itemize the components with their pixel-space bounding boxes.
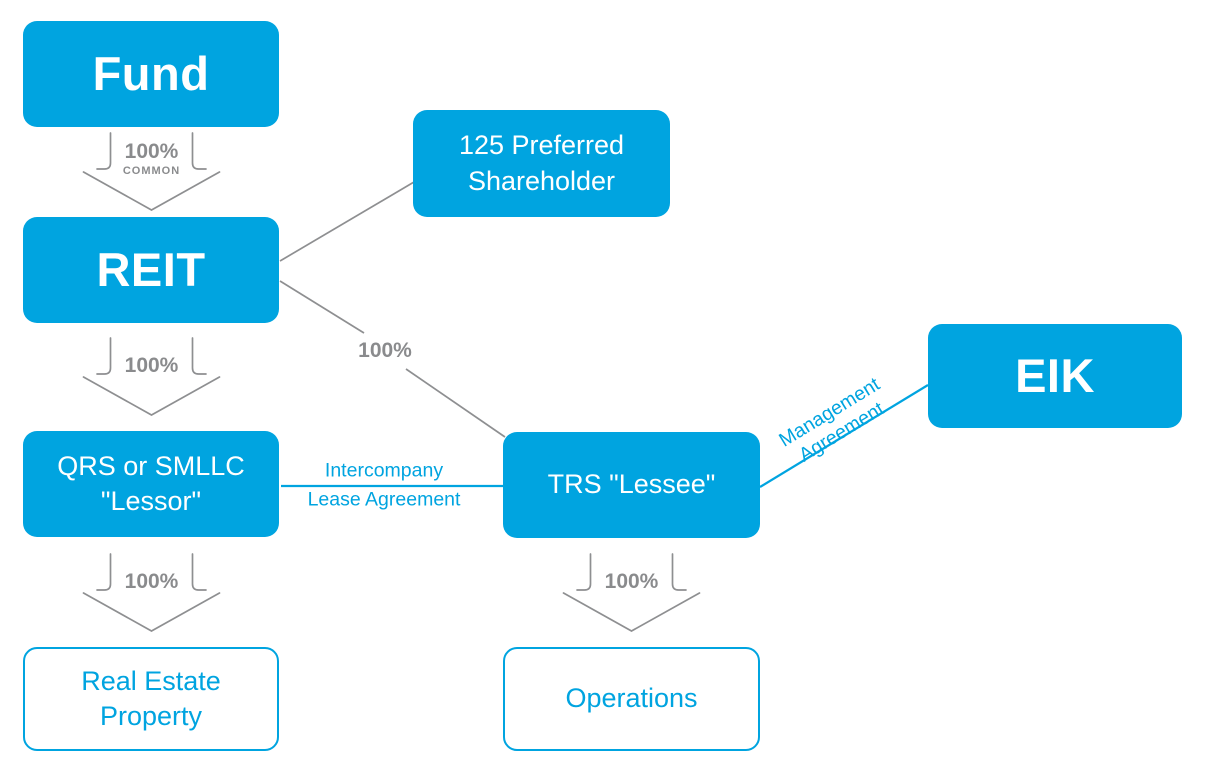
arrow-qrs-to-real-estate bbox=[82, 553, 221, 632]
edge-label-lease-line1: Intercompany bbox=[324, 459, 444, 482]
line-reit-preferred bbox=[279, 181, 415, 262]
edge-label-fund-reit-pct: 100% bbox=[124, 140, 179, 163]
node-trs-lessee: TRS "Lessee" bbox=[503, 432, 760, 538]
node-fund: Fund bbox=[23, 21, 279, 127]
node-real-estate-property: Real Estate Property bbox=[23, 647, 279, 751]
node-operations: Operations bbox=[503, 647, 760, 751]
node-trs-label: TRS "Lessee" bbox=[547, 469, 716, 500]
edge-label-lease-line2: Lease Agreement bbox=[307, 488, 461, 511]
node-qrs-line1: QRS or SMLLC bbox=[57, 450, 245, 481]
edge-label-reit-trs-pct: 100% bbox=[358, 339, 412, 362]
edge-label-qrs-realestate-pct: 100% bbox=[124, 570, 179, 593]
node-reit-label: REIT bbox=[96, 243, 206, 297]
node-fund-label: Fund bbox=[92, 47, 210, 101]
node-eik-label: EIK bbox=[1015, 349, 1095, 403]
node-operations-label: Operations bbox=[565, 683, 698, 714]
line-reit-trs-upper bbox=[279, 280, 365, 334]
line-management-agreement bbox=[759, 384, 929, 488]
node-real-estate-line1: Real Estate bbox=[81, 665, 221, 696]
node-reit: REIT bbox=[23, 217, 279, 323]
edge-label-trs-operations-pct: 100% bbox=[604, 570, 659, 593]
node-qrs-lessor: QRS or SMLLC "Lessor" bbox=[23, 431, 279, 537]
node-qrs-line2: "Lessor" bbox=[100, 486, 202, 516]
arrow-trs-to-operations bbox=[562, 553, 701, 632]
node-preferred-shareholder: 125 Preferred Shareholder bbox=[413, 110, 670, 217]
node-preferred-line2: Shareholder bbox=[467, 165, 616, 196]
arrow-reit-to-qrs bbox=[82, 337, 221, 416]
arrow-fund-to-reit bbox=[82, 132, 221, 211]
node-preferred-line1: 125 Preferred bbox=[458, 130, 625, 161]
node-eik: EIK bbox=[928, 324, 1182, 428]
edge-label-reit-qrs-pct: 100% bbox=[124, 354, 179, 377]
line-reit-trs-lower bbox=[405, 368, 506, 438]
node-real-estate-line2: Property bbox=[99, 701, 203, 731]
edge-label-fund-reit-common: COMMON bbox=[122, 165, 181, 177]
